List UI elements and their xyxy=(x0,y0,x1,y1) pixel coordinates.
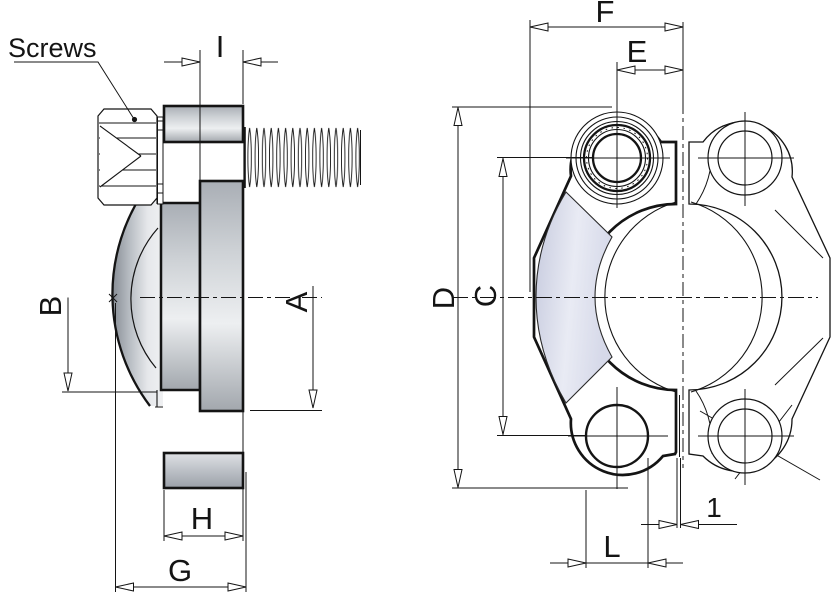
dim-gap-extensions xyxy=(676,458,681,528)
dim-label-F: F xyxy=(596,0,615,29)
dim-label-L: L xyxy=(603,529,620,564)
dim-label-gap: 1 xyxy=(706,492,722,523)
cap-screw xyxy=(97,108,164,206)
crosshair-bottom-right xyxy=(698,389,794,485)
screws-leader-dot xyxy=(131,116,138,123)
crosshair-top-right xyxy=(698,112,794,206)
dim-label-G: G xyxy=(168,553,192,588)
front-view-dimensions: F E D C L 1 xyxy=(426,0,737,568)
dim-L-extensions xyxy=(585,458,649,568)
casting-edges-side-right xyxy=(774,209,824,386)
dim-label-A: A xyxy=(279,291,314,312)
side-view-dimensions: Screws I A B H G xyxy=(8,29,322,592)
front-view xyxy=(452,22,831,489)
clamp-lower-section xyxy=(162,451,245,490)
dim-D-extensions xyxy=(452,106,628,489)
dim-label-E: E xyxy=(627,34,648,69)
screw-interface xyxy=(157,116,164,205)
dim-label-D: D xyxy=(426,287,461,309)
dim-C-extensions xyxy=(497,157,592,436)
dim-label-B: B xyxy=(33,296,68,317)
dim-label-H: H xyxy=(191,501,213,536)
sphere-inner-arc xyxy=(130,227,159,369)
dim-label-C: C xyxy=(468,285,503,307)
threaded-stud xyxy=(243,127,361,188)
screw-socket-chevron xyxy=(99,125,142,188)
dim-G-extensions xyxy=(115,303,247,592)
flange-body-section xyxy=(198,179,245,413)
dim-I-extensions xyxy=(199,50,244,246)
dim-label-I: I xyxy=(216,29,225,64)
flange-neck-section xyxy=(159,201,202,392)
tangent-asterisk xyxy=(108,292,118,304)
screws-leader-line xyxy=(14,61,135,120)
side-view xyxy=(97,104,361,490)
centerlines xyxy=(452,22,818,489)
clamp-upper-section xyxy=(162,104,245,144)
dim-H-extensions xyxy=(163,412,244,541)
screws-callout-label: Screws xyxy=(8,33,97,63)
